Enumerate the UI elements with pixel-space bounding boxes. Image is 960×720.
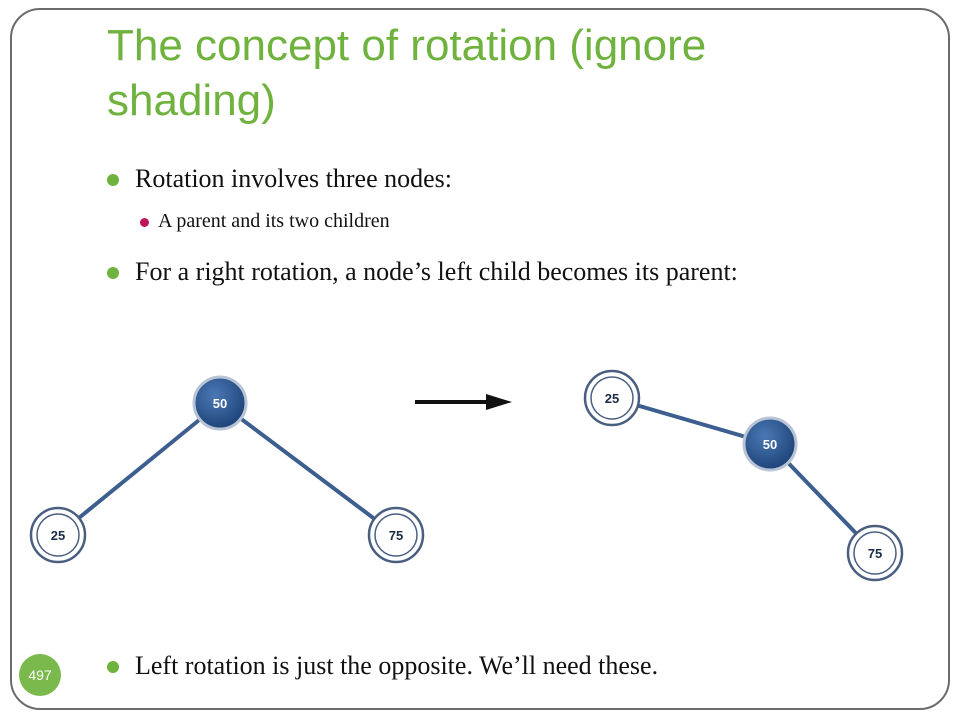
bullet-item: For a right rotation, a node’s left chil… (107, 257, 738, 287)
tree-edge (56, 401, 222, 537)
bullet-dot-icon (107, 267, 119, 279)
tree-node-light: 75 (846, 524, 904, 582)
bullet-item: Left rotation is just the opposite. We’l… (107, 651, 658, 681)
tree-node-light: 25 (29, 506, 87, 564)
node-label: 75 (389, 528, 403, 543)
tree-node-light: 25 (583, 369, 641, 427)
node-label: 75 (868, 546, 882, 561)
slide-number-badge: 497 (19, 654, 61, 696)
bullet-text: Rotation involves three nodes: (135, 164, 453, 193)
node-label: 25 (51, 528, 65, 543)
rotation-arrow-icon (415, 394, 512, 410)
node-label: 50 (763, 437, 777, 452)
bullet-text: For a right rotation, a node’s left chil… (135, 257, 738, 286)
bullet-dot-icon (107, 174, 119, 186)
sub-bullet-text: A parent and its two children (158, 210, 390, 232)
bullet-item: Rotation involves three nodes: (107, 164, 452, 194)
tree-node-dark: 50 (742, 416, 798, 472)
sub-bullet-item: A parent and its two children (140, 210, 390, 233)
node-label: 25 (605, 391, 619, 406)
sub-bullet-dot-icon (140, 218, 149, 227)
slide-title: The concept of rotation (ignore shading) (107, 21, 707, 125)
bullet-text: Left rotation is just the opposite. We’l… (135, 651, 659, 680)
bullet-dot-icon (107, 661, 119, 673)
node-label: 50 (213, 396, 227, 411)
slide-frame (10, 8, 950, 710)
tree-node-light: 75 (367, 506, 425, 564)
tree-edge (218, 401, 398, 537)
tree-node-dark: 50 (192, 375, 248, 431)
